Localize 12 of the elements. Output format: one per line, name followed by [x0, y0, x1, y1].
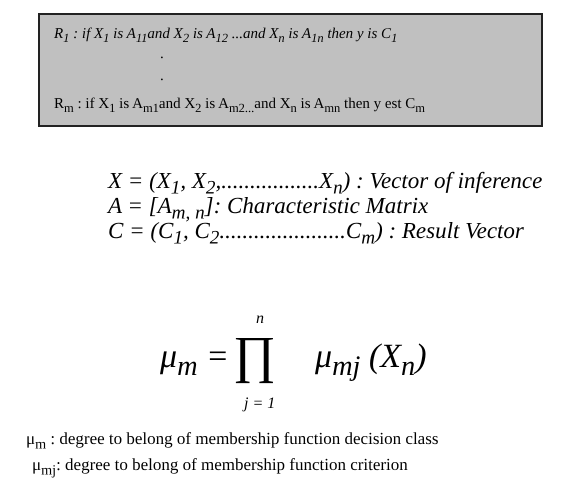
definition-text: μ$_{mj}$: degree to belong of membership function criterion: [32, 456, 408, 479]
upper-limit: n: [256, 310, 264, 328]
formula: μ$_{m}$ =: [160, 338, 229, 382]
rule-text: R$_{1}$ : if X$_{1}$ is A$_{11}$and X$_{2}$ is A$_{12}$ ...and X$_{n}$ is A$_{1n}$ then y is C$_{1}$: [54, 25, 398, 47]
ellipsis-dot: .: [160, 45, 164, 63]
rule-text: R$_{m}$ : if X$_{1}$ is A$_{m1}$and X$_{2}$ is A$_{m2...}$and X$_{n}$ is A$_{mn}$ then y est C$_{m}$: [54, 95, 426, 117]
formula: μ$_{mj}$ (X$_{n}$): [315, 338, 427, 382]
product-symbol: ∏: [233, 327, 276, 384]
lower-limit: j = 1: [244, 395, 276, 413]
ellipsis-dot: .: [160, 67, 164, 85]
definition-text: μ$_{m}$ : degree to belong of membership function decision class: [26, 430, 438, 453]
rules-panel: [38, 13, 543, 127]
